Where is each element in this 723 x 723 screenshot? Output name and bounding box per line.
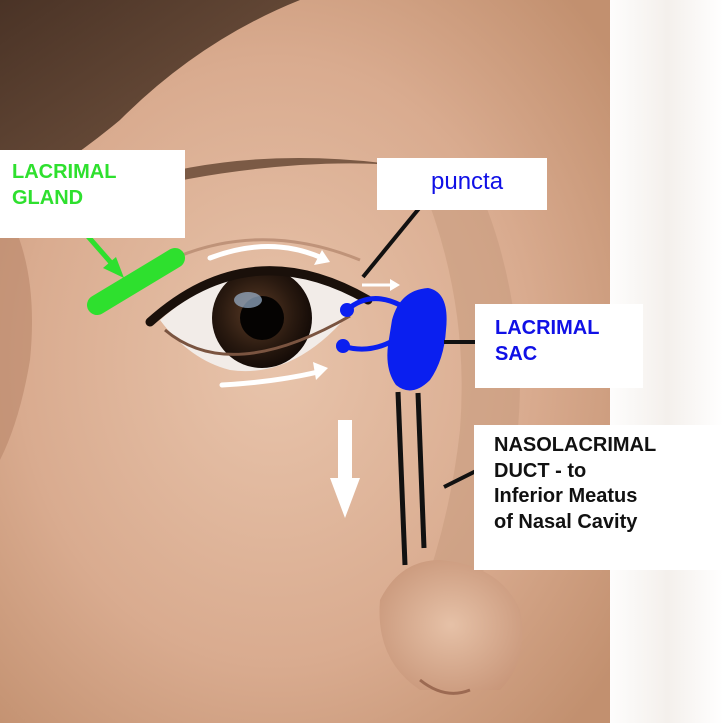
lacrimal-gland-label-line-2: GLAND bbox=[12, 186, 185, 212]
upper-punctum bbox=[340, 303, 354, 317]
nasolacrimal-duct-label-line-4: of Nasal Cavity bbox=[494, 510, 723, 536]
lacrimal-sac-label: LACRIMAL SAC bbox=[475, 304, 643, 388]
nasolacrimal-duct-label: NASOLACRIMAL DUCT - to Inferior Meatus o… bbox=[474, 425, 723, 570]
eye-highlight bbox=[234, 292, 262, 308]
lacrimal-sac-label-line-2: SAC bbox=[495, 342, 643, 368]
nasolacrimal-duct-label-line-3: Inferior Meatus bbox=[494, 484, 723, 510]
puncta-label-text: puncta bbox=[431, 167, 547, 198]
drainage-arrow-shaft bbox=[338, 420, 352, 480]
lacrimal-gland-label-line-1: LACRIMAL bbox=[12, 160, 185, 186]
lacrimal-gland-label: LACRIMAL GLAND bbox=[0, 150, 185, 238]
lower-punctum bbox=[336, 339, 350, 353]
puncta-label: puncta bbox=[377, 158, 547, 210]
nasolacrimal-duct-label-line-2: DUCT - to bbox=[494, 459, 723, 485]
lacrimal-sac-label-line-1: LACRIMAL bbox=[495, 316, 643, 342]
nasolacrimal-duct-label-line-1: NASOLACRIMAL bbox=[494, 433, 723, 459]
